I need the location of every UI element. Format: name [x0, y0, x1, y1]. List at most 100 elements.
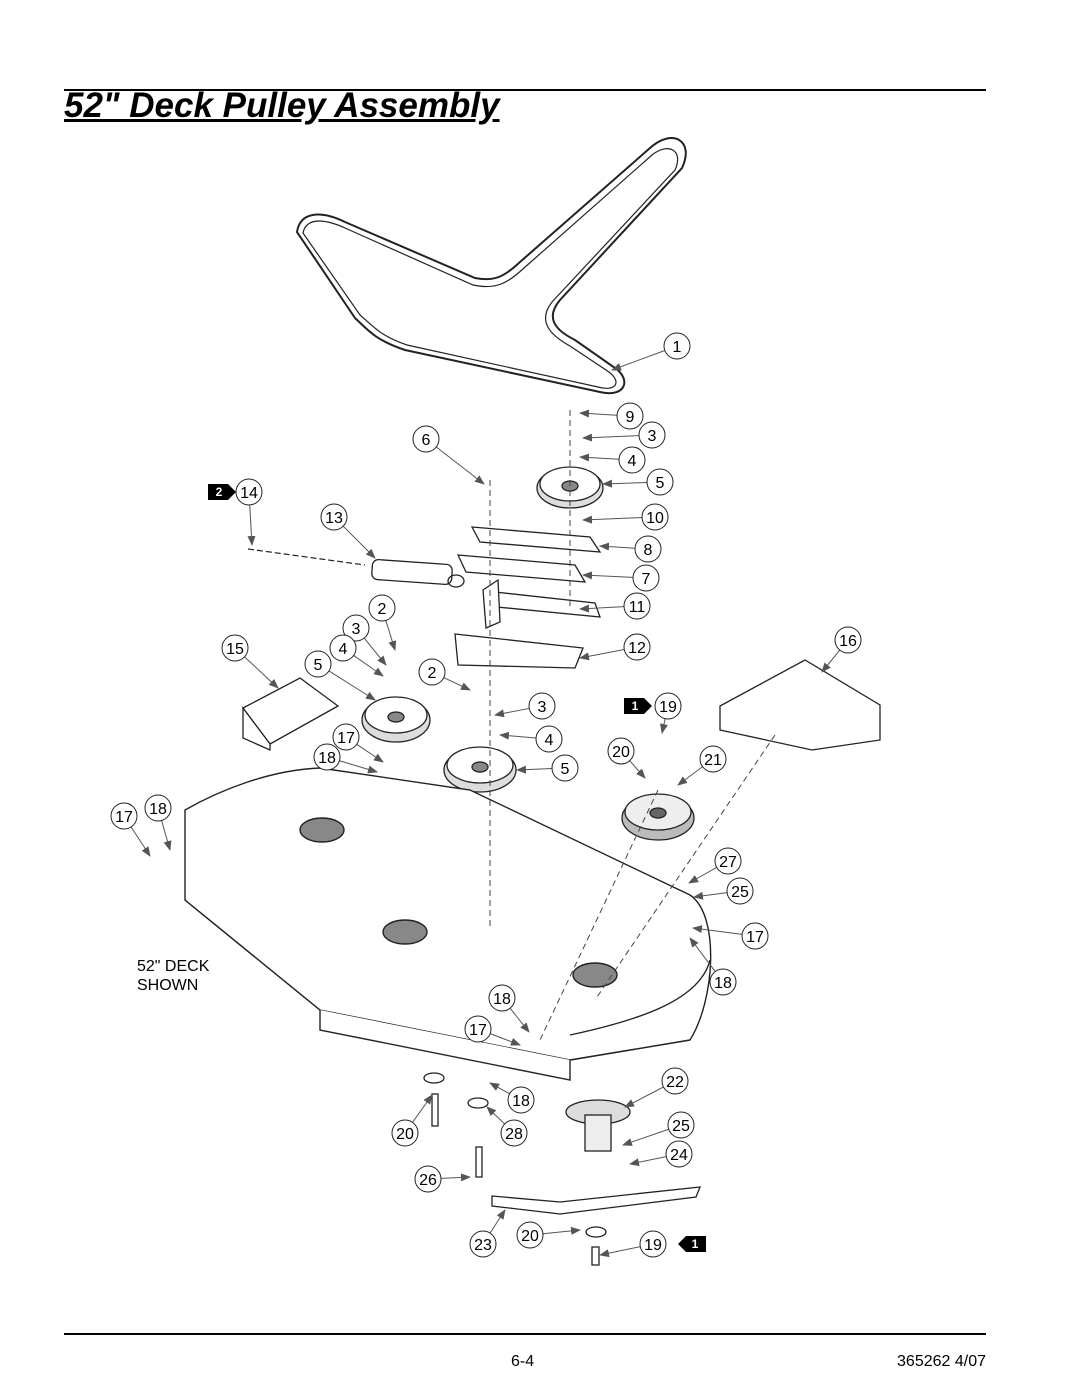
callout-17: 17: [464, 1015, 521, 1046]
note-tag-1: 1: [624, 698, 652, 714]
chain: [247, 548, 366, 566]
callout-circle: [391, 1119, 419, 1147]
leader-line: [629, 760, 646, 779]
idler-arm-assembly: [454, 526, 602, 669]
callout-number: 18: [318, 750, 336, 767]
callout-circle: [313, 743, 341, 771]
note-tag-shape: [678, 1236, 706, 1252]
leader-line: [356, 743, 384, 763]
leader-line: [660, 718, 668, 734]
callout-number: 20: [521, 1228, 539, 1245]
idler-spring: [371, 558, 465, 588]
callout-circle: [641, 503, 669, 531]
leader-line: [582, 571, 634, 580]
callout-18: 18: [489, 1082, 535, 1114]
callout-number: 17: [469, 1022, 487, 1039]
leader-line: [624, 1086, 664, 1108]
leader-line: [582, 433, 640, 442]
leader-line: [688, 866, 717, 884]
leader-line: [599, 542, 636, 551]
callout-5: 5: [304, 650, 376, 701]
callout-17: 17: [692, 922, 769, 950]
callout-number: 19: [644, 1237, 662, 1254]
leader-line: [611, 350, 665, 371]
callout-number: 22: [666, 1074, 684, 1091]
callout-circle: [144, 794, 172, 822]
leader-line: [440, 1173, 471, 1182]
callout-circle: [414, 1165, 442, 1193]
callout-number: 5: [314, 657, 323, 674]
callout-23: 23: [469, 1209, 506, 1258]
callout-circle: [329, 634, 357, 662]
callout-number: 16: [839, 633, 857, 650]
callout-18: 18: [144, 794, 172, 851]
callout-number: 28: [505, 1126, 523, 1143]
note-tag-1: 1: [678, 1236, 706, 1252]
callout-number: 7: [642, 571, 651, 588]
leader-line: [385, 620, 397, 651]
callout-circle: [663, 332, 691, 360]
callout-number: 1: [673, 339, 682, 356]
callout-3: 3: [342, 614, 387, 666]
leader-line: [443, 677, 471, 691]
callout-number: 9: [626, 409, 635, 426]
callout-circle: [834, 626, 862, 654]
leader-line: [342, 525, 376, 559]
idler-pulley-left: [361, 696, 431, 743]
leader-line: [363, 637, 387, 666]
callout-circle: [507, 1086, 535, 1114]
leader-line: [247, 504, 256, 546]
callout-circle: [412, 425, 440, 453]
callout-14: 14: [235, 478, 263, 546]
leader-line: [509, 1007, 530, 1033]
idler-pulley-center: [443, 746, 517, 793]
callout-circle: [699, 745, 727, 773]
callout-19: 19: [654, 692, 682, 734]
leader-line: [821, 649, 841, 673]
leader-line: [689, 937, 716, 972]
callout-circle: [634, 535, 662, 563]
callout-number: 21: [704, 752, 722, 769]
leader-line: [542, 1226, 581, 1235]
callout-8: 8: [599, 535, 662, 563]
leader-line: [599, 1246, 641, 1258]
note-tag-number: 1: [632, 699, 639, 713]
callout-number: 23: [474, 1237, 492, 1254]
idler-pulley-top: [536, 466, 604, 509]
callout-circle: [714, 847, 742, 875]
callout-number: 20: [612, 744, 630, 761]
callout-9: 9: [579, 402, 644, 430]
leader-line: [516, 765, 553, 774]
leader-line: [499, 731, 537, 740]
page-title: 52" Deck Pulley Assembly: [64, 86, 500, 125]
callout-number: 4: [545, 732, 554, 749]
leader-line: [328, 670, 376, 701]
callout-number: 13: [325, 510, 343, 527]
callout-number: 3: [538, 699, 547, 716]
callout-number: 3: [352, 621, 361, 638]
callout-circle: [623, 592, 651, 620]
leader-line: [486, 1106, 505, 1125]
belt-covers: [242, 659, 881, 752]
leader-line: [489, 1082, 510, 1095]
leader-line: [579, 604, 625, 613]
callout-number: 17: [746, 929, 764, 946]
callout-2: 2: [418, 658, 471, 691]
callout-18: 18: [689, 937, 737, 996]
callout-number: 4: [339, 641, 348, 658]
callout-3: 3: [582, 421, 666, 449]
callout-28: 28: [486, 1106, 528, 1147]
callout-circle: [528, 692, 556, 720]
leader-line: [161, 820, 172, 851]
leader-line: [130, 826, 151, 857]
leader-line: [494, 707, 530, 718]
leader-line: [693, 891, 728, 900]
leader-line: [629, 1156, 667, 1167]
callout-20: 20: [607, 737, 646, 779]
callout-circle: [342, 614, 370, 642]
callout-circle: [654, 692, 682, 720]
leader-line: [677, 766, 703, 786]
callout-2: 2: [368, 594, 397, 651]
callout-circle: [304, 650, 332, 678]
